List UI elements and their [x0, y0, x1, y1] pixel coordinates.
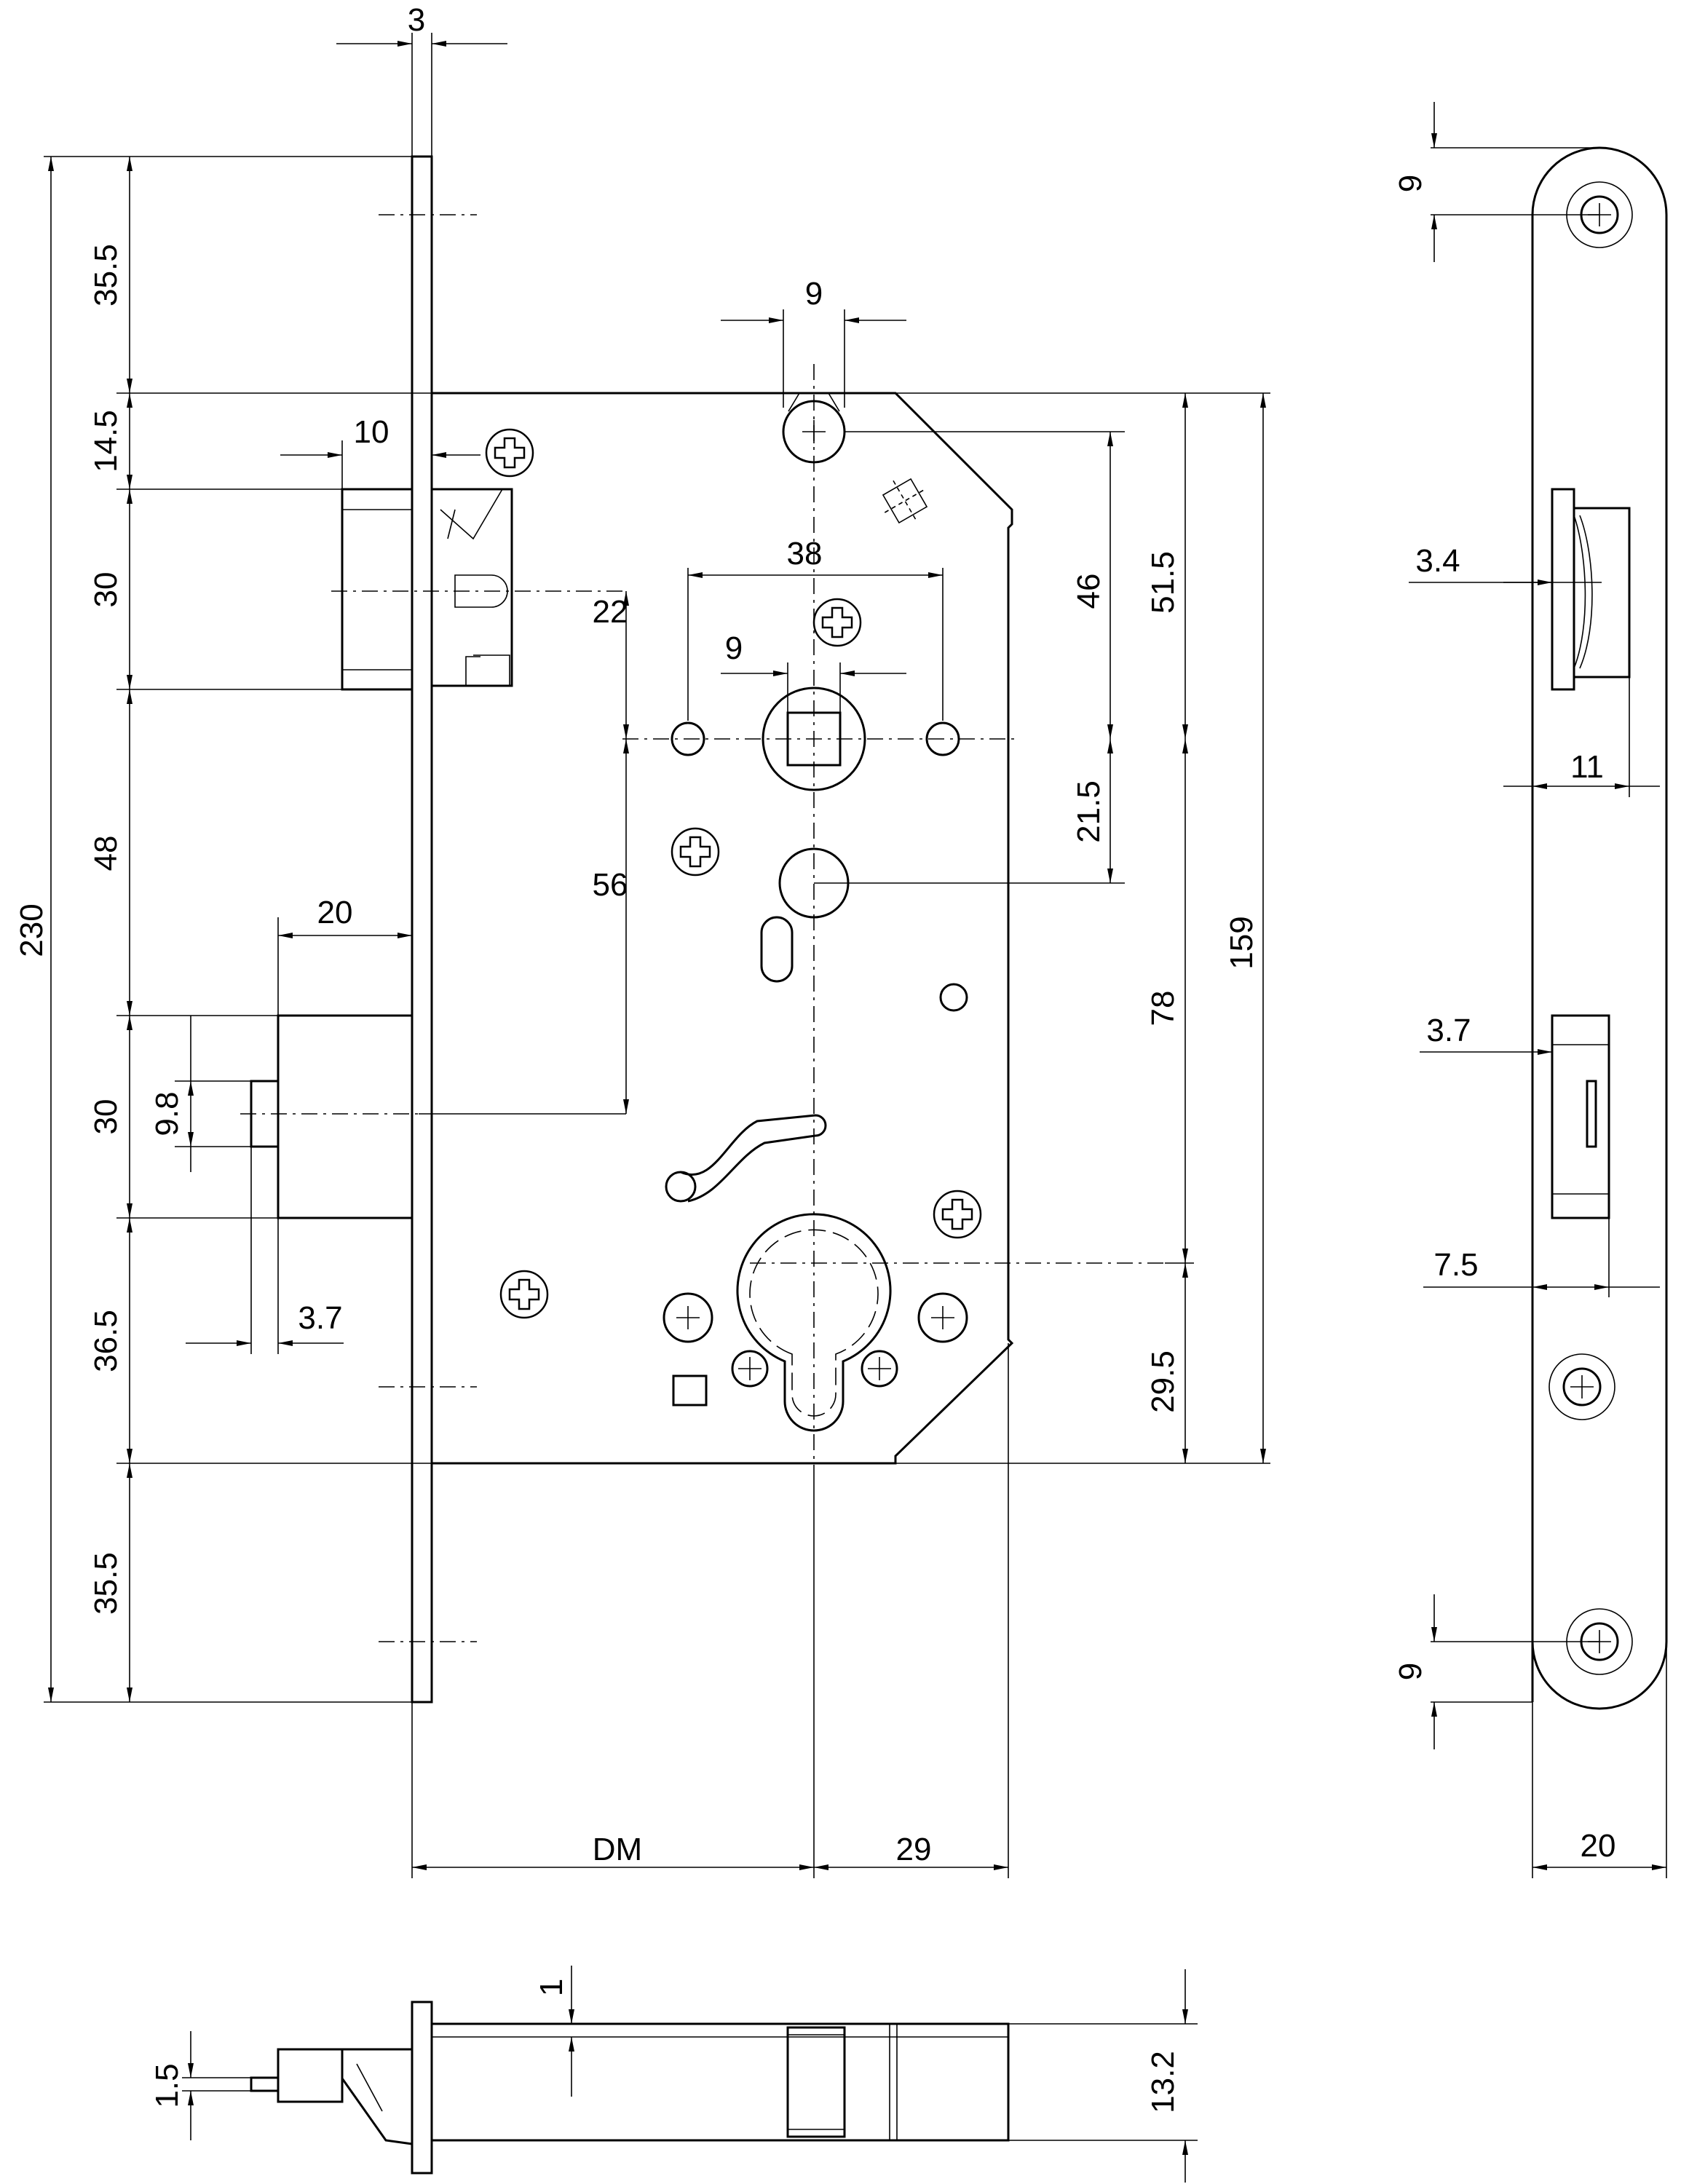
dim-side-screw-top: 9 [1393, 175, 1428, 192]
dim-h2: 30 [88, 572, 124, 608]
dim-bottom-step: 1 [534, 1979, 569, 1996]
screw-icon [671, 827, 720, 877]
faceplate [411, 155, 433, 1704]
cylinder-holes [662, 1292, 968, 1388]
screw-icon [812, 598, 862, 647]
dim-side-bolt-width: 7.5 [1433, 1247, 1478, 1283]
dim-spindle-spacing: 38 [787, 536, 823, 571]
bottom-view: 1 1.5 13.2 [149, 1966, 1198, 2183]
dim-top-total: 51.5 [1145, 551, 1181, 614]
screw-icon [485, 428, 534, 478]
dim-top-spindle: 46 [1071, 574, 1107, 609]
bottom-case [430, 2022, 1010, 2142]
dim-backset: DM [593, 1832, 642, 1867]
dim-side-screw-bottom: 9 [1393, 1663, 1428, 1680]
dim-spindle-cylinder: 78 [1145, 991, 1181, 1026]
dim-side-latch-offset: 3.4 [1415, 543, 1460, 579]
dim-case-height: 159 [1224, 916, 1259, 969]
front-view: 3 10 20 3.7 9 38 9 22 56 DM 29 230 35.5 … [14, 2, 1270, 1878]
dim-cylinder-bottom: 29.5 [1145, 1350, 1181, 1413]
slot [760, 916, 794, 983]
dead-bolt [240, 1014, 419, 1219]
dim-bottom-bolt: 1.5 [149, 2063, 185, 2108]
dim-deadbolt-projection: 20 [317, 895, 353, 930]
bolt-opening [1551, 1014, 1610, 1219]
rotated-dims: 230 35.5 14.5 30 48 30 36.5 35.5 9.8 46 … [14, 244, 1259, 1615]
dim-spindle-hole: 21.5 [1071, 780, 1107, 843]
dim-deadbolt-height: 9.8 [149, 1091, 185, 1136]
dim-latch-spindle: 22 [593, 594, 628, 630]
latch-opening [1551, 488, 1631, 691]
dim-side-latch-width: 11 [1570, 749, 1604, 785]
screw-icon [933, 1190, 982, 1239]
lock-case [432, 392, 1014, 1465]
dim-total-height: 230 [14, 903, 50, 957]
dim-h5: 36.5 [88, 1310, 124, 1372]
dim-spindle-square: 9 [725, 630, 743, 666]
dim-bottom-case: 13.2 [1145, 2051, 1181, 2113]
side-screw-mid [1549, 1353, 1615, 1420]
screw-icon [499, 1270, 549, 1319]
faceplate-front [1531, 146, 1668, 1710]
dim-h4: 30 [88, 1099, 124, 1135]
dim-case-depth: 29 [896, 1832, 932, 1867]
dim-faceplate: 3 [408, 2, 425, 38]
cylinder-cutout [736, 1213, 1194, 1432]
dim-deadbolt-offset: 3.7 [298, 1300, 342, 1336]
lever-arm [680, 1114, 827, 1203]
small-square [882, 478, 928, 524]
latch-bolt [331, 488, 626, 691]
dim-side-faceplate-width: 20 [1581, 1828, 1616, 1864]
follower [622, 687, 1019, 791]
dim-h1: 14.5 [88, 410, 124, 472]
dim-h6: 35.5 [88, 1552, 124, 1615]
dim-latch-projection: 10 [354, 414, 389, 450]
dim-spindle-deadbolt: 56 [593, 867, 628, 903]
dim-top-hole: 9 [805, 276, 823, 312]
dim-side-bolt-offset: 3.7 [1426, 1013, 1471, 1048]
bottom-faceplate [411, 2001, 433, 2175]
dim-h3: 48 [88, 836, 124, 871]
side-view: 9 9 3.4 11 3.7 7.5 20 [1393, 102, 1668, 1878]
dim-h0: 35.5 [88, 244, 124, 306]
